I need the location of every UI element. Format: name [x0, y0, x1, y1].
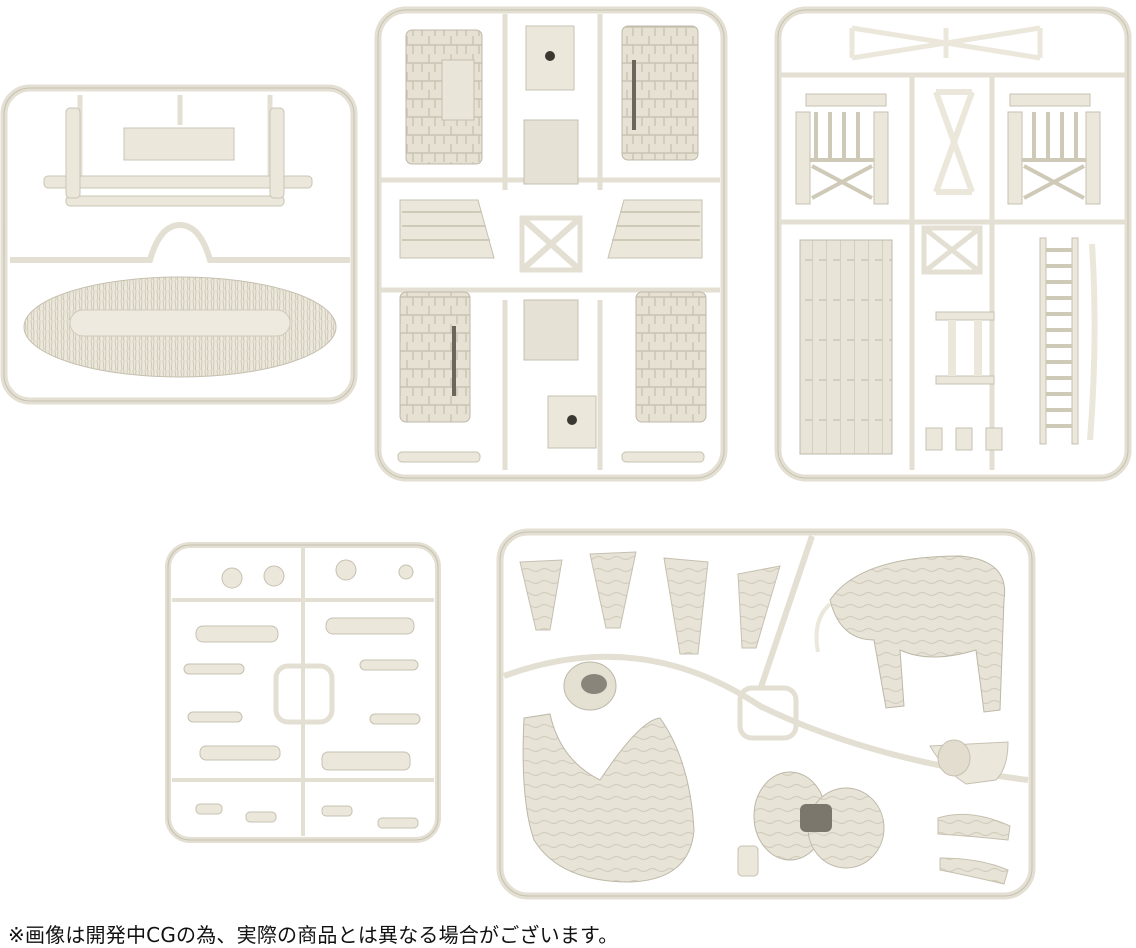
railing-panel [399, 199, 495, 259]
stone-pillar [635, 291, 707, 423]
sprue-stone-walls [374, 6, 728, 482]
chair [1007, 93, 1101, 205]
railing-panel [607, 199, 703, 259]
sprue-elephant [496, 528, 1036, 900]
elephant-head [753, 771, 885, 869]
sprue-wooden-parts [774, 6, 1132, 482]
plank-floor [799, 239, 893, 455]
sprue-figures [165, 542, 441, 843]
figure-parts [183, 559, 421, 829]
rail-bar [43, 175, 313, 189]
stone-pillar [399, 291, 471, 423]
bench-top [123, 127, 235, 161]
elephant-leg [737, 565, 781, 649]
small-fence [935, 311, 995, 385]
elephant-body-right [829, 555, 1006, 713]
stone-pillar [621, 25, 699, 161]
square-panel [523, 119, 579, 185]
chair [795, 93, 889, 205]
disclaimer-caption: ※画像は開発中CGの為、実際の商品とは異なる場合がございます。 [8, 923, 619, 947]
elephant-leg [589, 551, 637, 629]
square-panel [523, 299, 579, 361]
elephant-body-left [522, 713, 695, 883]
x-brace [933, 89, 975, 195]
elephant-leg [519, 559, 563, 631]
elephant-leg [663, 557, 709, 655]
elephant-trunk [937, 813, 1011, 841]
sprue-fur-cushion [0, 84, 358, 405]
ladder [1039, 237, 1098, 445]
